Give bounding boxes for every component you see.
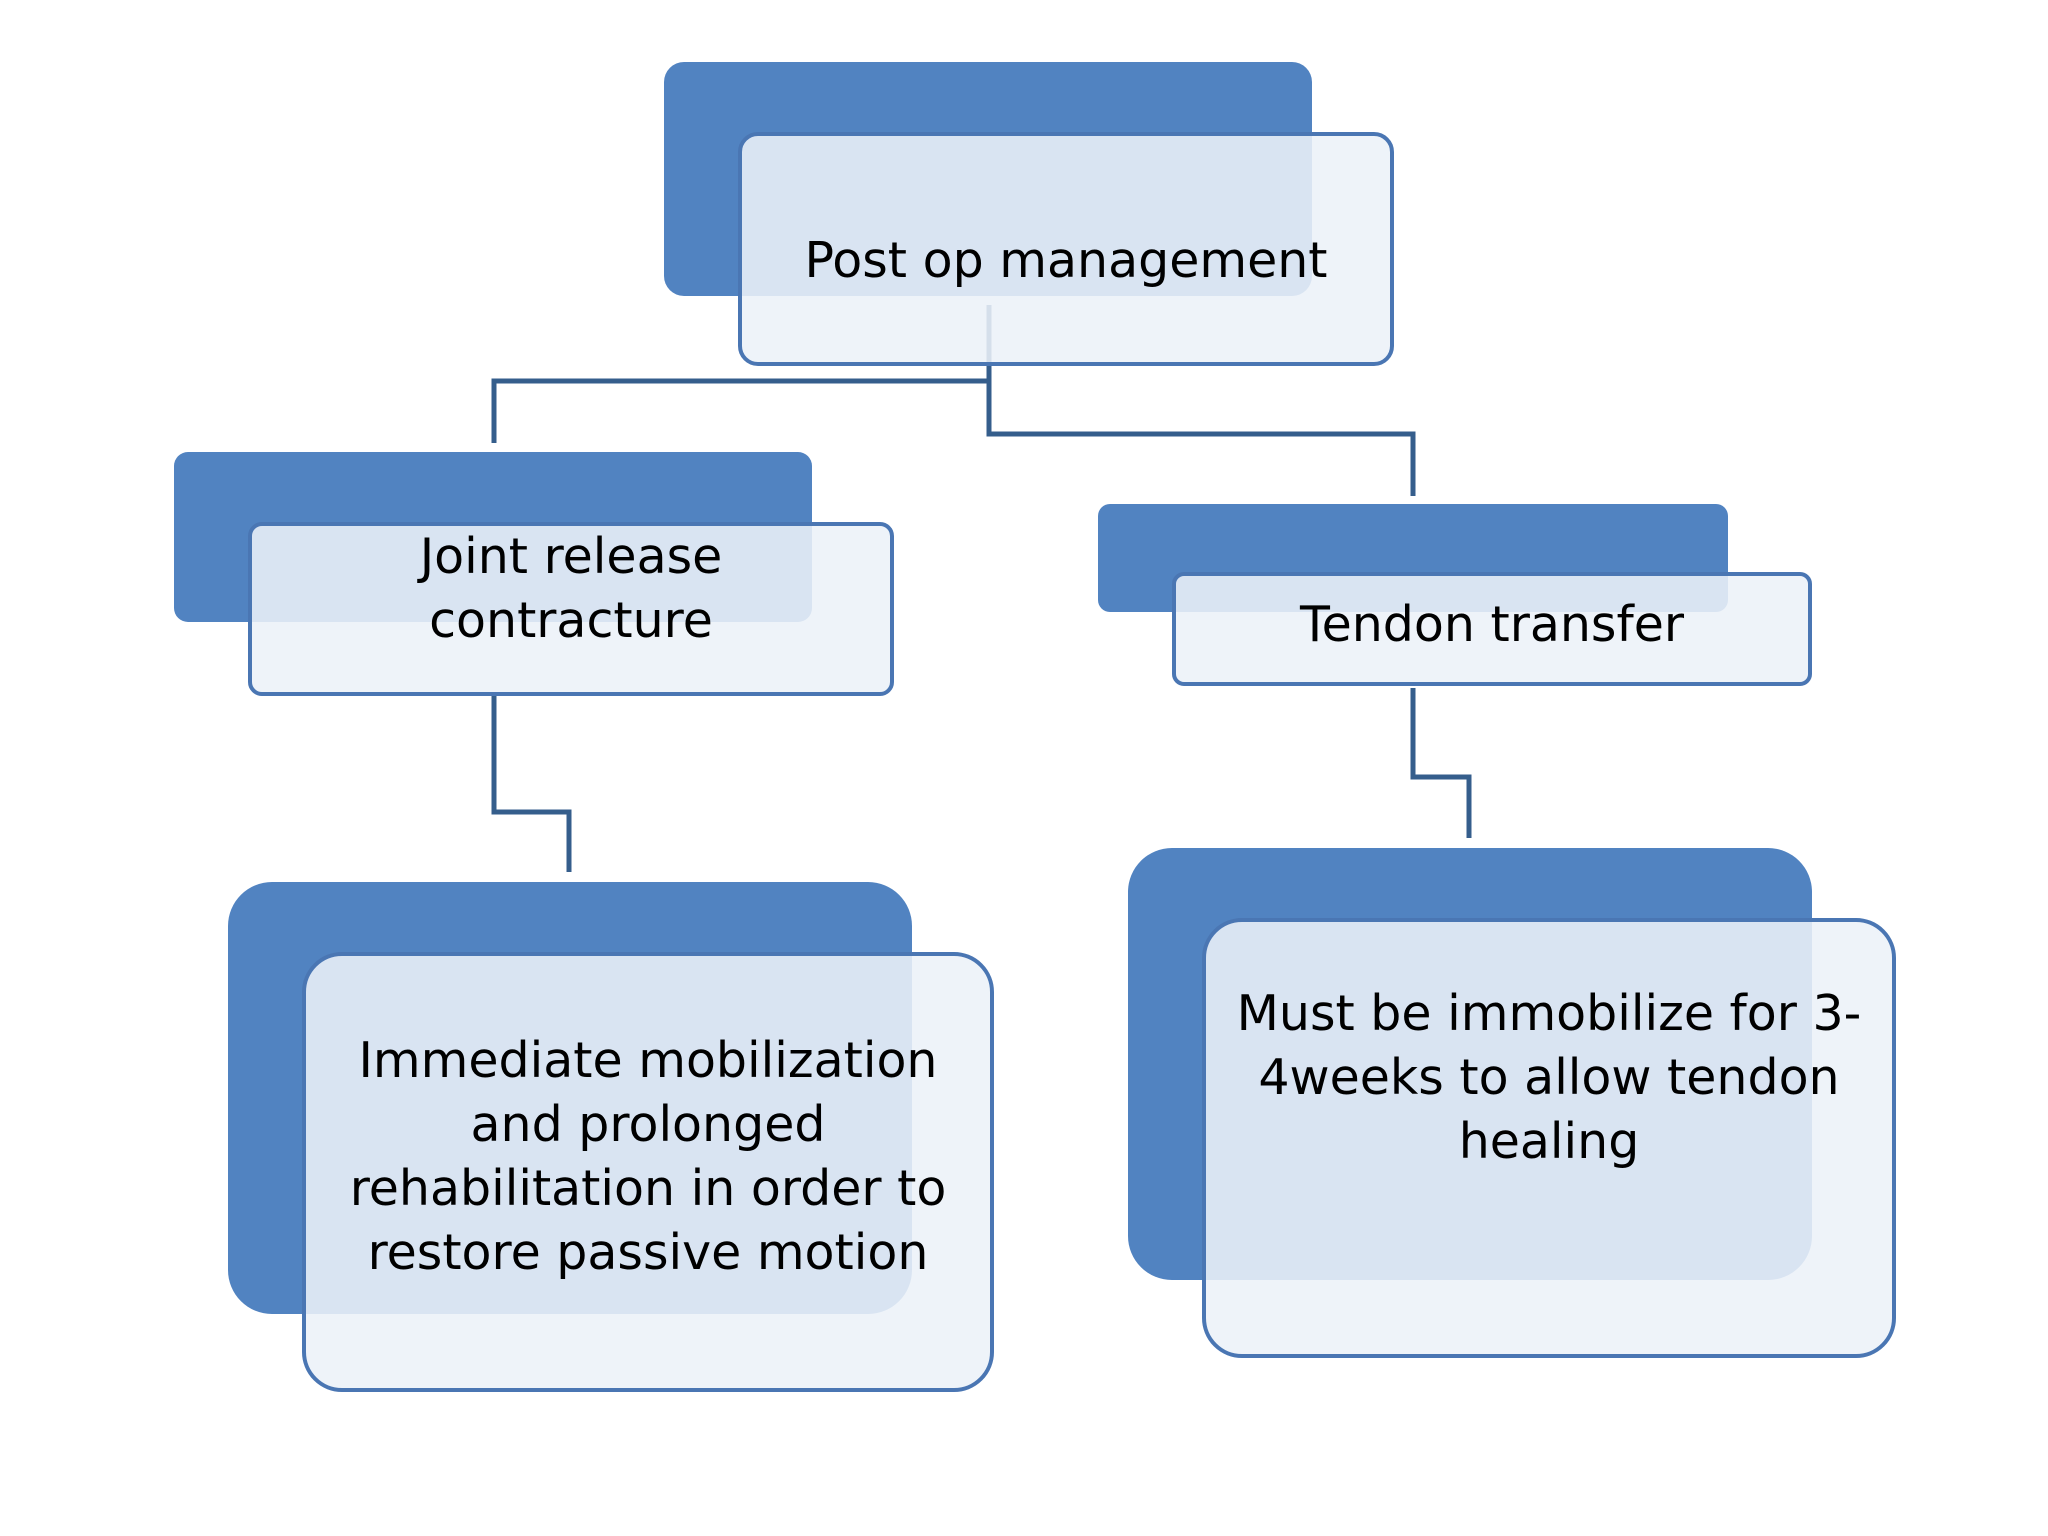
connector-root-to-right [986, 381, 1416, 496]
node-label: Immediate mobilization and prolonged reh… [349, 1032, 947, 1281]
node-front-box: Tendon transfer [1172, 572, 1812, 686]
node-front-box: Immediate mobilization and prolonged reh… [302, 952, 994, 1392]
node-front-box: Post op management [738, 132, 1394, 366]
node-front-box: Joint release contracture [248, 522, 894, 696]
node-label: Tendon transfer [1299, 596, 1685, 653]
node-immobilize-tendon-healing: Must be immobilize for 3-4weeks to allow… [1128, 848, 1896, 1358]
node-label: Joint release contracture [419, 528, 723, 649]
node-post-op-management: Post op management [664, 62, 1394, 366]
node-joint-release-contracture: Joint release contracture [174, 452, 894, 696]
node-label: Must be immobilize for 3-4weeks to allow… [1236, 985, 1862, 1170]
node-front-box: Must be immobilize for 3-4weeks to allow… [1202, 918, 1896, 1358]
connector-right-to-bottom-right [1410, 688, 1472, 838]
node-label: Post op management [804, 232, 1328, 289]
node-immediate-mobilization: Immediate mobilization and prolonged reh… [228, 882, 994, 1392]
connector-root-to-left [491, 378, 989, 443]
node-tendon-transfer: Tendon transfer [1098, 504, 1812, 686]
connector-left-to-bottom-left [491, 694, 572, 872]
